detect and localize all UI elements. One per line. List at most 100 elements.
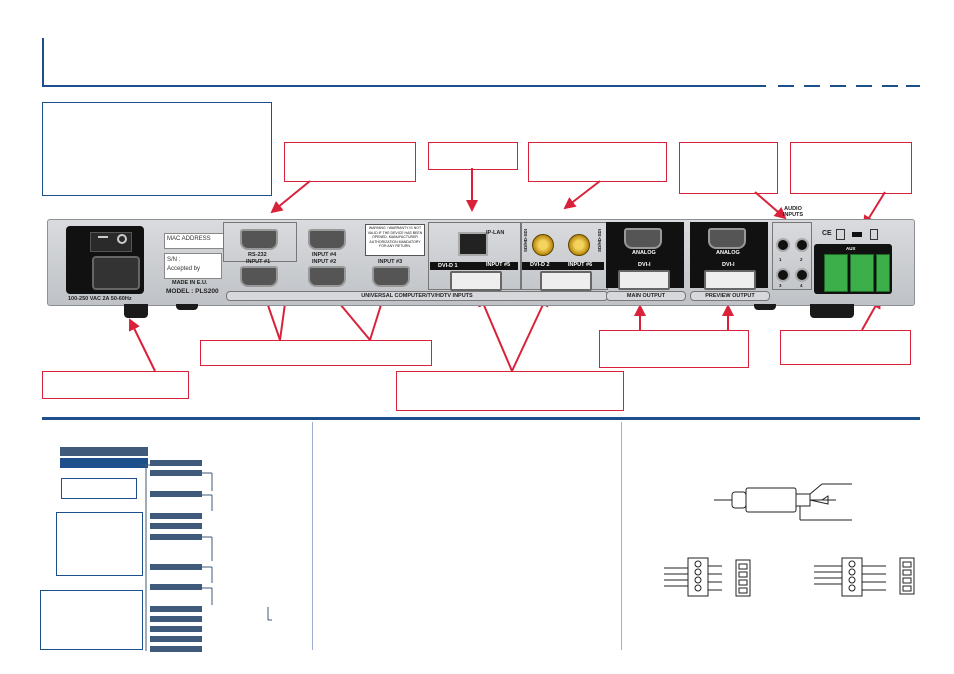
input1-vga-port[interactable] bbox=[240, 266, 278, 287]
device-foot bbox=[124, 304, 148, 318]
aux-terminal-block-right[interactable] bbox=[876, 254, 890, 292]
input2-vga-port[interactable] bbox=[308, 266, 346, 287]
audio-3-label: 3 bbox=[779, 283, 782, 288]
input3-label: INPUT #3 bbox=[378, 259, 403, 265]
menu-tree-diagram bbox=[140, 460, 272, 652]
callout-rs232 bbox=[284, 142, 416, 182]
balanced-connector-diagram-2 bbox=[814, 557, 915, 597]
serial-plate: S/N : Accepted by bbox=[164, 253, 222, 279]
dvi-d2-label: DVI-D 2 bbox=[530, 262, 550, 268]
audio-jack-2[interactable] bbox=[795, 238, 809, 252]
rs232-label: RS-232 bbox=[248, 252, 267, 258]
menu-note-box bbox=[40, 590, 143, 650]
aux-terminal-block-left[interactable] bbox=[824, 254, 848, 292]
warning-label: WARNING ! WARRANTY IS NOT VALID IF THE D… bbox=[365, 224, 425, 256]
sdi-label-2: SD/HD-SDI bbox=[597, 228, 603, 253]
callout-audio bbox=[679, 142, 778, 194]
main-output-label: MAIN OUTPUT bbox=[606, 291, 686, 301]
input3-vga-port[interactable] bbox=[372, 266, 410, 287]
audio-4-label: 4 bbox=[800, 283, 803, 288]
callout-ip-lan bbox=[428, 142, 518, 170]
input6-label: INPUT #6 bbox=[568, 262, 593, 268]
inputs-bus-label: UNIVERSAL COMPUTER/TV/HDTV INPUTS bbox=[226, 291, 608, 301]
header-dash bbox=[882, 85, 898, 87]
sdi-bnc-port-1[interactable] bbox=[532, 234, 554, 256]
header-dash bbox=[906, 85, 920, 87]
menu-note-box bbox=[56, 512, 143, 576]
preview-output-label: PREVIEW OUTPUT bbox=[690, 291, 770, 301]
main-analog-port[interactable] bbox=[624, 228, 662, 249]
column-divider bbox=[621, 422, 622, 650]
device-foot bbox=[754, 304, 776, 310]
dvi-d2-port[interactable] bbox=[540, 271, 592, 291]
callout-lock bbox=[790, 142, 912, 194]
input4-vga-port[interactable] bbox=[308, 229, 346, 250]
callout-aux bbox=[780, 330, 911, 365]
dvi-d2-label-bar bbox=[522, 262, 604, 270]
preview-analog-port[interactable] bbox=[708, 228, 746, 249]
header-accent-bar bbox=[42, 38, 44, 86]
input5-label: INPUT #5 bbox=[486, 262, 511, 268]
accepted-label: Accepted by bbox=[167, 266, 201, 272]
dvi-d1-port[interactable] bbox=[450, 271, 502, 291]
device-foot bbox=[810, 304, 854, 318]
sdi-bnc-port-2[interactable] bbox=[568, 234, 590, 256]
audio-2-label: 2 bbox=[800, 257, 803, 262]
kensington-lock-slot[interactable] bbox=[852, 232, 862, 237]
switch-on-icon bbox=[117, 234, 127, 244]
weee-icon bbox=[836, 229, 845, 240]
preview-dvi-port[interactable] bbox=[704, 270, 756, 290]
switch-off-icon bbox=[98, 236, 108, 238]
audio-group bbox=[772, 222, 812, 290]
menu-root bbox=[60, 458, 148, 468]
aux-terminal-block-mid[interactable] bbox=[850, 254, 874, 292]
main-dvi-port[interactable] bbox=[618, 270, 670, 290]
menu-header bbox=[60, 447, 148, 456]
section-rule bbox=[42, 417, 920, 420]
audio-jack-1[interactable] bbox=[776, 238, 790, 252]
audio-1-label: 1 bbox=[779, 257, 782, 262]
menu-note-box bbox=[61, 478, 137, 499]
power-socket-icon bbox=[92, 256, 140, 290]
audio-inputs-label: AUDIO INPUTS bbox=[782, 206, 804, 218]
header-dash bbox=[804, 85, 820, 87]
audio-jack-4[interactable] bbox=[795, 268, 809, 282]
column-divider bbox=[312, 422, 313, 650]
dvi-d1-label-bar: DVI-D 1 bbox=[430, 262, 518, 270]
ip-lan-port[interactable] bbox=[458, 232, 488, 256]
rs232-port[interactable] bbox=[240, 229, 278, 250]
header-rule bbox=[42, 85, 766, 87]
header-dash bbox=[778, 85, 794, 87]
sdi-label-1: SD/HD-SDI bbox=[523, 228, 529, 253]
ce-mark: CE bbox=[822, 230, 832, 237]
input4-label: INPUT #4 bbox=[312, 252, 337, 258]
intro-text-box bbox=[42, 102, 272, 196]
callout-sdi bbox=[528, 142, 667, 182]
input1-label: INPUT #1 bbox=[246, 259, 271, 265]
callout-dvi-inputs bbox=[396, 371, 624, 411]
preview-analog-label: ANALOG bbox=[716, 250, 740, 256]
audio-jack-wiring-diagram bbox=[714, 483, 852, 521]
preview-dvi-label: DVI-I bbox=[722, 262, 735, 268]
main-analog-label: ANALOG bbox=[632, 250, 656, 256]
main-dvi-label: DVI-I bbox=[638, 262, 651, 268]
callout-outputs bbox=[599, 330, 749, 368]
serial-label: S/N : bbox=[167, 257, 181, 263]
made-in-label: MADE IN E.U. bbox=[172, 280, 208, 286]
power-rating: 100-250 VAC 2A 50-60Hz bbox=[68, 296, 132, 302]
lock-icon bbox=[870, 229, 878, 240]
mac-address-plate: MAC ADDRESS bbox=[164, 233, 224, 249]
ip-lan-label: IP-LAN bbox=[486, 230, 505, 236]
header-dash bbox=[830, 85, 846, 87]
input2-label: INPUT #2 bbox=[312, 259, 337, 265]
model-label: MODEL : PLS200 bbox=[166, 288, 219, 295]
audio-jack-3[interactable] bbox=[776, 268, 790, 282]
header-dash bbox=[856, 85, 872, 87]
aux-label: AUX bbox=[846, 246, 856, 251]
balanced-connector-diagram-1 bbox=[664, 557, 751, 597]
rs232-group bbox=[223, 222, 297, 262]
callout-power bbox=[42, 371, 189, 399]
dvi-d1-label: DVI-D 1 bbox=[438, 263, 458, 269]
callout-vga-inputs bbox=[200, 340, 432, 366]
device-foot bbox=[176, 304, 198, 310]
